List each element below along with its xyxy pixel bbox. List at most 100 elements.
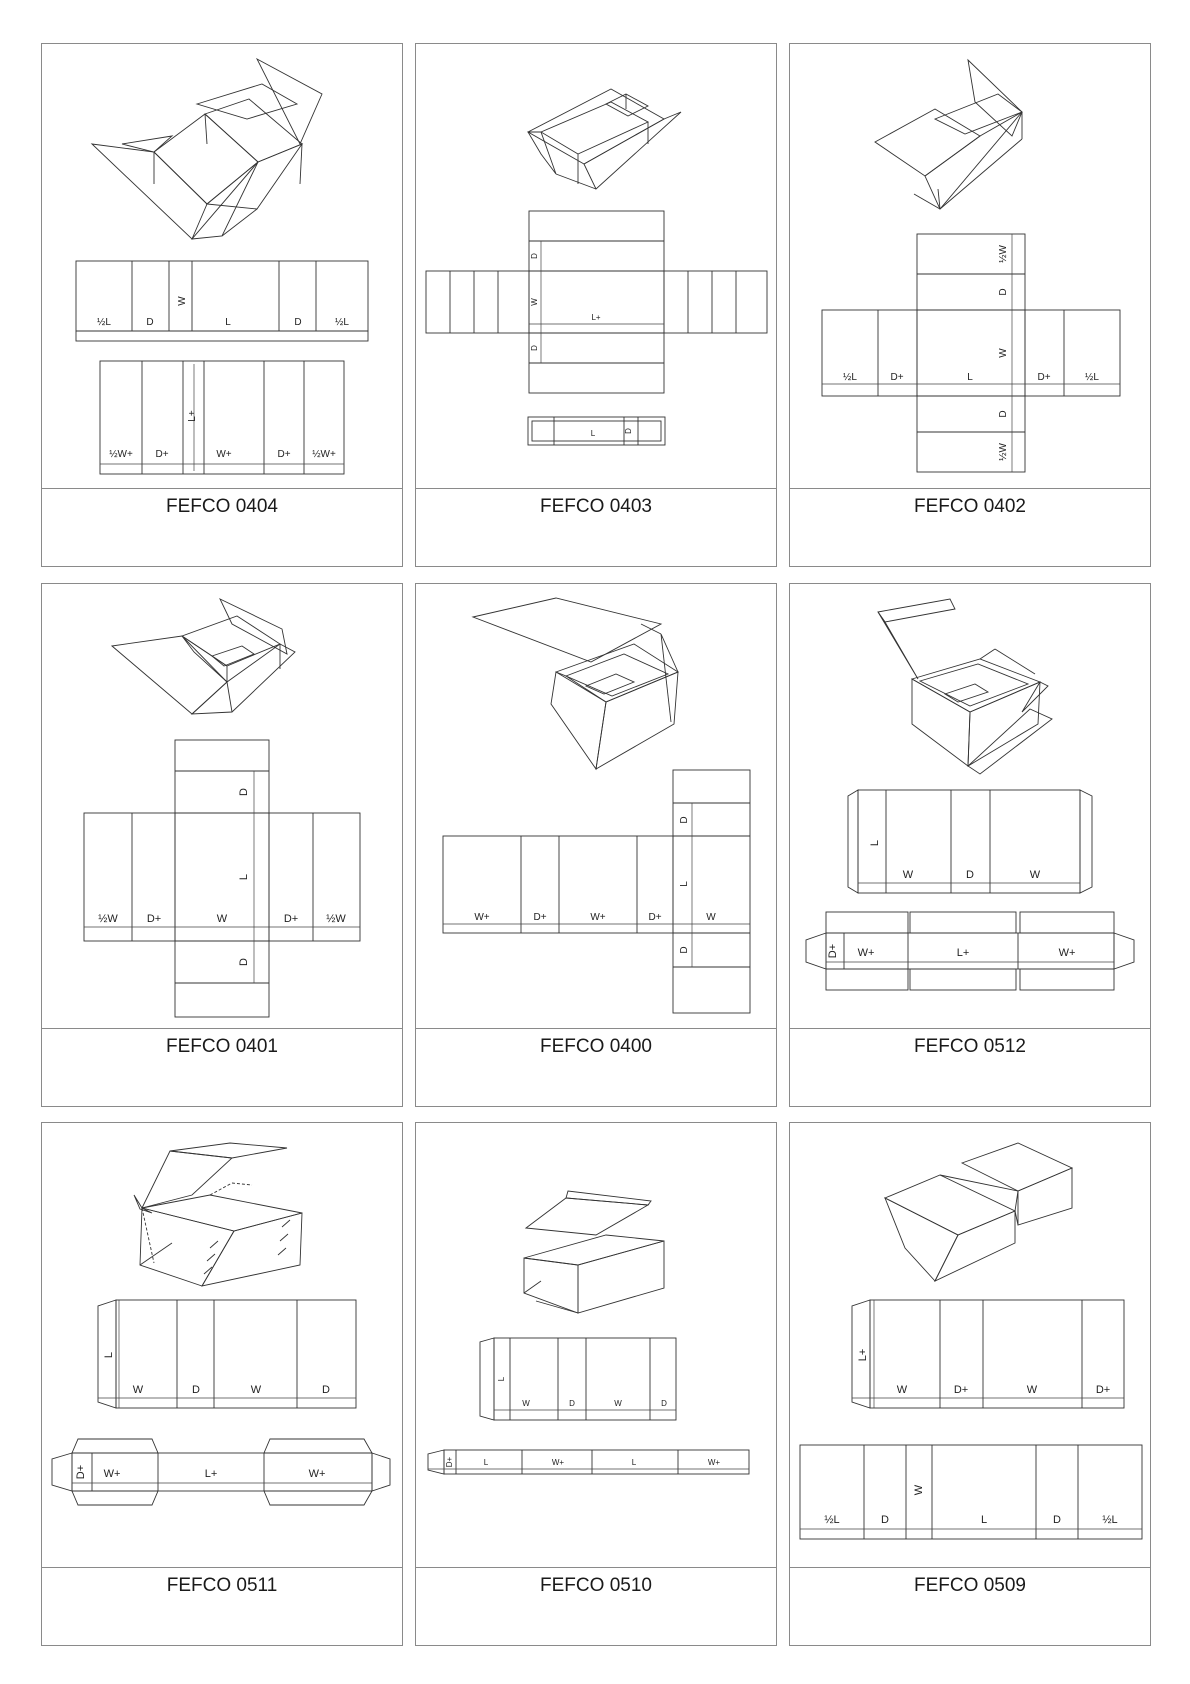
dim-label: D	[881, 1514, 889, 1526]
dim-label: L	[497, 1376, 506, 1381]
dim-label: ½L	[1085, 372, 1099, 383]
dim-label: D	[238, 788, 250, 796]
blank: ½W D+ W D+ ½W D L D	[83, 739, 361, 1018]
fefco-card-0511: L W D W D D+ W+ L+ W+ FEFCO 0511	[41, 1122, 403, 1646]
blank-top: ½L D W L D ½L	[75, 260, 369, 342]
fefco-card-0402: ½L D+ L D+ ½L ½W D W D ½W FEFCO 0402	[789, 43, 1151, 567]
dim-label: D	[322, 1384, 330, 1396]
blank-bottom: D+ L W+ L W+	[427, 1449, 750, 1475]
caption-divider	[42, 488, 402, 489]
blank-bottom: ½L D W L D ½L	[799, 1444, 1143, 1540]
fefco-card-0403: D W L+ D L D FEFCO 0403	[415, 43, 777, 567]
caption: FEFCO 0404	[166, 496, 278, 517]
caption: FEFCO 0400	[540, 1036, 652, 1057]
dim-label: L+	[957, 947, 970, 959]
box-sketch	[110, 598, 296, 715]
dim-label: D	[294, 317, 301, 328]
dim-label: D	[998, 410, 1009, 417]
dim-label: D+	[1037, 372, 1050, 383]
dim-label: ½L	[1102, 1514, 1117, 1526]
blank-top: L W D W D	[479, 1337, 677, 1421]
dim-label: W	[998, 348, 1009, 358]
caption-divider	[42, 1028, 402, 1029]
box-sketch	[471, 597, 679, 771]
dim-label: D	[192, 1384, 200, 1396]
dim-label: D	[530, 345, 539, 351]
blank-top: D W L+ D	[425, 210, 768, 394]
blank: W+ D+ W+ D+ W D L D	[442, 769, 751, 1014]
caption-divider	[790, 1028, 1150, 1029]
dim-label: D+	[75, 1465, 87, 1479]
fefco-0511-drawing: L W D W D D+ W+ L+ W+	[51, 1142, 391, 1506]
fefco-0402-drawing: ½L D+ L D+ ½L ½W D W D ½W	[821, 58, 1121, 473]
dim-label: D+	[533, 912, 546, 923]
blank-top: L+ W D+ W D+	[851, 1299, 1125, 1409]
dim-label: ½L	[335, 317, 349, 328]
dim-label: D+	[284, 913, 298, 925]
box-sketch	[523, 1190, 665, 1314]
dim-label: D	[1053, 1514, 1061, 1526]
caption-divider	[42, 1567, 402, 1568]
dim-label: L	[967, 372, 973, 383]
caption-divider	[416, 1028, 776, 1029]
dim-label: D	[966, 869, 974, 881]
dim-label: W	[1030, 869, 1041, 881]
blank: ½L D+ L D+ ½L ½W D W D ½W	[821, 233, 1121, 473]
dim-label: W	[706, 912, 716, 923]
caption-divider	[416, 488, 776, 489]
dim-label: W	[897, 1384, 908, 1396]
dim-label: L+	[591, 313, 600, 322]
box-sketch	[133, 1142, 303, 1287]
dim-label: W	[217, 913, 228, 925]
fefco-0403-drawing: D W L+ D L D	[425, 88, 768, 446]
fefco-card-0404: ½L D W L D ½L ½W+ D+ L+ W+ D+ ½W+ FEFCO …	[41, 43, 403, 567]
dim-label: D+	[445, 1456, 454, 1467]
box-sketch	[90, 57, 323, 240]
box-sketch	[877, 598, 1053, 775]
dim-label: ½W+	[109, 449, 133, 460]
dim-label: ½W	[998, 245, 1009, 263]
dim-label: L	[484, 1458, 489, 1467]
blank-bottom: D+ W+ L+ W+	[805, 911, 1135, 991]
dim-label: L	[869, 840, 881, 846]
dim-label: ½W	[98, 913, 118, 925]
dim-label: D	[569, 1399, 575, 1408]
dim-label: D	[624, 428, 633, 434]
box-sketch	[527, 88, 682, 190]
dim-label: W	[1027, 1384, 1038, 1396]
fefco-0404-drawing: ½L D W L D ½L ½W+ D+ L+ W+ D+ ½W+	[75, 57, 369, 475]
caption: FEFCO 0511	[166, 1575, 278, 1596]
dim-label: D+	[277, 449, 290, 460]
dim-label: L+	[205, 1468, 218, 1480]
dim-label: L	[632, 1458, 637, 1467]
caption: FEFCO 0402	[914, 496, 1026, 517]
dim-label: W	[133, 1384, 144, 1396]
fefco-card-0509: L+ W D+ W D+ ½L D W L D ½L FEFCO 0509	[789, 1122, 1151, 1646]
caption: FEFCO 0510	[540, 1575, 652, 1596]
dim-label: L+	[187, 410, 198, 422]
dim-label: D	[530, 253, 539, 259]
dim-label: W+	[1059, 947, 1076, 959]
blank-top: L W D W D	[97, 1299, 357, 1409]
box-sketch	[883, 1142, 1074, 1282]
dim-label: D	[998, 288, 1009, 295]
dim-label: D+	[147, 913, 161, 925]
dim-label: L	[981, 1514, 987, 1526]
dim-label: D+	[890, 372, 903, 383]
dim-label: W	[177, 296, 188, 306]
caption: FEFCO 0509	[914, 1575, 1026, 1596]
dim-label: ½W+	[312, 449, 336, 460]
dim-label: W+	[216, 449, 231, 460]
dim-label: D	[146, 317, 153, 328]
dim-label: W	[913, 1484, 925, 1495]
dim-label: D+	[155, 449, 168, 460]
fefco-0401-drawing: ½W D+ W D+ ½W D L D	[83, 598, 361, 1018]
dim-label: D	[661, 1399, 667, 1408]
fefco-0509-drawing: L+ W D+ W D+ ½L D W L D ½L	[799, 1142, 1143, 1540]
blank-bottom: D+ W+ L+ W+	[51, 1438, 391, 1506]
fefco-0512-drawing: L W D W D+ W+ L+ W+	[805, 598, 1135, 991]
dim-label: ½L	[843, 372, 857, 383]
dim-label: W	[522, 1399, 530, 1408]
dim-label: W+	[858, 947, 875, 959]
caption: FEFCO 0403	[540, 496, 652, 517]
